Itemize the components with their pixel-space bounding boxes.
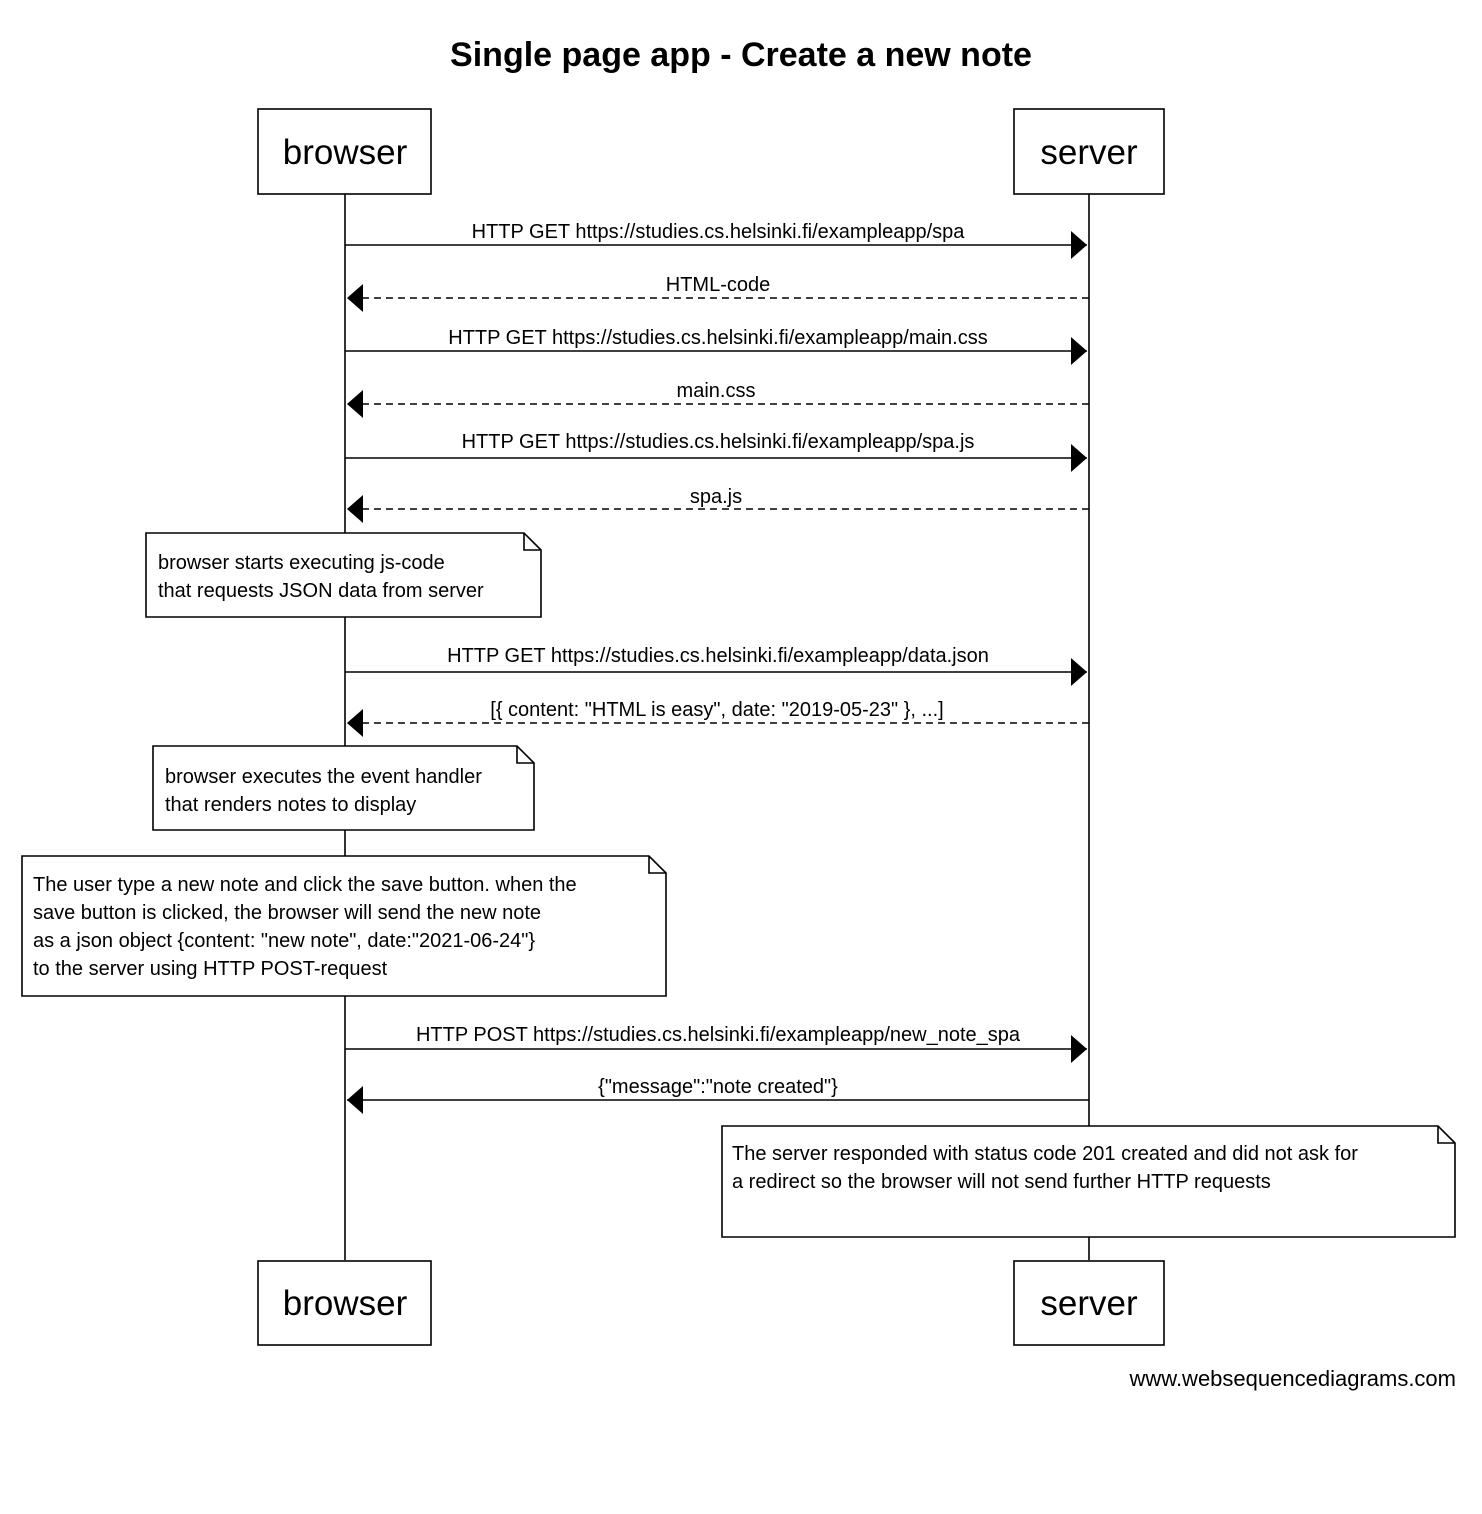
note-line: that renders notes to display	[165, 794, 416, 816]
note-line: a redirect so the browser will not send …	[732, 1171, 1271, 1193]
diagram-title: Single page app - Create a new note	[450, 36, 1032, 74]
message-label: HTTP GET https://studies.cs.helsinki.fi/…	[447, 645, 989, 667]
message-label: [{ content: "HTML is easy", date: "2019-…	[490, 699, 943, 721]
note-3: The user type a new note and click the s…	[21, 855, 667, 997]
participant-server-bottom: server	[1013, 1260, 1165, 1346]
participant-browser-top: browser	[257, 108, 432, 195]
message-9: HTTP POST https://studies.cs.helsinki.fi…	[345, 1024, 1087, 1063]
note-line: as a json object {content: "new note", d…	[33, 930, 535, 952]
message-4: main.css	[347, 380, 1089, 418]
message-label: HTTP POST https://studies.cs.helsinki.fi…	[416, 1024, 1021, 1046]
note-4: The server responded with status code 20…	[721, 1125, 1456, 1238]
note-line: The user type a new note and click the s…	[33, 874, 577, 896]
participant-server-label: server	[1040, 1284, 1138, 1323]
note-2: browser executes the event handler that …	[152, 745, 535, 831]
participant-browser-label: browser	[283, 133, 408, 172]
watermark: www.websequencediagrams.com	[1129, 1366, 1457, 1391]
note-1: browser starts executing js-code that re…	[145, 532, 542, 618]
note-line: The server responded with status code 20…	[732, 1143, 1358, 1165]
participant-browser-label: browser	[283, 1284, 408, 1323]
message-7: HTTP GET https://studies.cs.helsinki.fi/…	[345, 645, 1087, 686]
participant-browser-bottom: browser	[257, 1260, 432, 1346]
message-8: [{ content: "HTML is easy", date: "2019-…	[347, 699, 1089, 737]
message-label: HTTP GET https://studies.cs.helsinki.fi/…	[448, 327, 987, 349]
note-line: browser starts executing js-code	[158, 552, 445, 574]
message-10: {"message":"note created"}	[347, 1076, 1089, 1114]
message-label: HTML-code	[666, 274, 770, 296]
message-2: HTML-code	[347, 274, 1089, 312]
note-line: save button is clicked, the browser will…	[33, 902, 541, 924]
message-label: HTTP GET https://studies.cs.helsinki.fi/…	[472, 221, 966, 243]
note-line: browser executes the event handler	[165, 766, 482, 788]
note-line: to the server using HTTP POST-request	[33, 958, 388, 980]
message-5: HTTP GET https://studies.cs.helsinki.fi/…	[345, 431, 1087, 472]
message-3: HTTP GET https://studies.cs.helsinki.fi/…	[345, 327, 1087, 365]
participant-server-label: server	[1040, 133, 1138, 172]
message-1: HTTP GET https://studies.cs.helsinki.fi/…	[345, 221, 1087, 259]
message-label: spa.js	[690, 486, 742, 508]
message-6: spa.js	[347, 486, 1089, 523]
message-label: {"message":"note created"}	[598, 1076, 838, 1098]
message-label: HTTP GET https://studies.cs.helsinki.fi/…	[462, 431, 975, 453]
participant-server-top: server	[1013, 108, 1165, 195]
note-line: that requests JSON data from server	[158, 580, 484, 602]
message-label: main.css	[677, 380, 756, 402]
